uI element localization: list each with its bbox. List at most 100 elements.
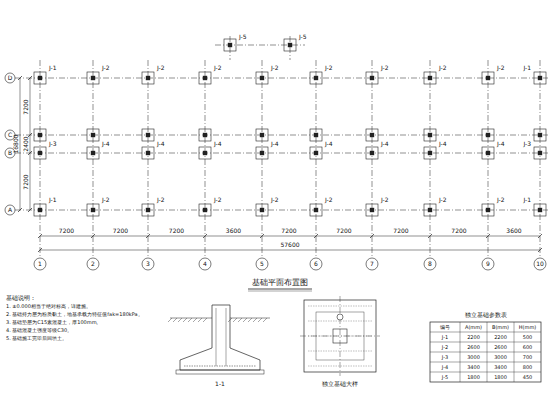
axis-number: 10 [536,261,544,267]
soil-hatch [233,318,237,322]
dimension-line [40,236,540,237]
footing-outline [87,204,99,216]
footing-tag: J-2 [157,65,165,71]
dimension-tick [370,234,374,238]
dimension-tick [428,234,432,238]
table-rule [460,322,461,382]
footing-outline [366,204,378,216]
note-line: 3. 基础垫层为C15素混凝土，厚100mm。 [6,320,102,325]
footing-outline [256,147,268,159]
dimension-line [30,78,31,210]
dimension-text: 7200 [23,174,29,189]
soil-hatch [188,318,192,322]
column-section [288,43,292,47]
footing-tag: J-1 [49,65,57,71]
dimension-tick [28,208,32,212]
footing-outline [534,147,546,159]
axis-bubble [424,258,436,270]
table-rule [430,372,541,373]
footing-tag: J-2 [214,65,222,71]
footing-tag: J-4 [157,141,165,147]
footing-outline [256,204,268,216]
axis-number: 8 [428,261,432,267]
note-line: 2. 基础持力层为粉质黏土，地基承载力特征值fak=180kPa。 [6,312,143,317]
table-cell: J-5 [442,375,448,380]
axis-bubble [310,258,322,270]
axis-bubble [482,258,494,270]
column-section [486,151,490,155]
axis-line [340,296,341,376]
footing-tag: J-4 [439,141,447,147]
dimension-tick [91,234,95,238]
column-section [538,151,542,155]
note-line: 1. ±0.000相当于绝对标高，详建施。 [6,304,91,309]
footing-tag: J-1 [523,197,531,203]
dimension-text: 7200 [281,228,296,234]
footing-outline [142,204,154,216]
dimension-text: 7200 [393,228,408,234]
dimension-text: 7200 [169,228,184,234]
footing-outline [534,72,546,84]
dimension-tick [486,234,490,238]
column-section [314,133,318,137]
footing-outline [199,147,211,159]
column-section [146,208,150,212]
axis-bubble [199,258,211,270]
table-cell: 3400 [467,365,480,370]
footing-tag: J-2 [325,65,333,71]
soil-hatch [248,318,252,322]
axis-bubble [142,258,154,270]
title-underline [248,291,312,292]
dimension-text: 7200 [59,228,74,234]
column-section [260,76,264,80]
notes-heading: 基础说明： [6,295,36,301]
footing-outline [424,147,436,159]
drawing-title: 基础平面布置图 [252,279,308,287]
soil-hatch [193,318,197,322]
table-outline [430,322,541,382]
soil-hatch [228,318,232,322]
column-section [38,151,42,155]
note-line: 4. 基础混凝土强度等级C30。 [6,328,72,333]
column-section [203,133,207,137]
dimension-text: 3600 [506,228,521,234]
column-section [203,76,207,80]
column-section [314,76,318,80]
table-cell: J-4 [442,365,448,370]
soil-hatch [263,318,267,322]
dimension-line [40,250,540,251]
table-cell: 600 [523,345,533,350]
table-cell: 3000 [494,355,507,360]
dimension-tick [538,234,542,238]
dimension-text: 3600 [226,228,241,234]
footing-outline [87,129,99,141]
footing-outline [199,204,211,216]
dimension-tick [203,234,207,238]
column-section [146,133,150,137]
footing-outline [142,72,154,84]
table-cell: J-1 [442,335,448,340]
footing-tag: J-2 [102,65,110,71]
footing-outline [366,129,378,141]
axis-bubble [5,73,15,83]
footing-tag: J-2 [157,197,165,203]
detail-title: 1-1 [215,381,225,387]
table-cell: 3400 [494,365,507,370]
footing-outline [482,204,494,216]
table-cell: A(mm) [465,325,482,330]
soil-hatch [168,318,172,322]
dimension-tick [18,76,22,80]
dimension-tick [18,208,22,212]
table-cell: 1800 [494,375,507,380]
ground-line [230,318,270,319]
footing-tag: J-4 [214,141,222,147]
table-cell: J-2 [442,345,448,350]
footing-outline [199,72,211,84]
footing-outline [482,147,494,159]
footing-outline [284,39,296,51]
axis-letter: D [8,75,13,81]
footing-tag: J-2 [214,197,222,203]
dimension-tick [146,234,150,238]
table-rule [430,352,541,353]
footing-outline [424,204,436,216]
